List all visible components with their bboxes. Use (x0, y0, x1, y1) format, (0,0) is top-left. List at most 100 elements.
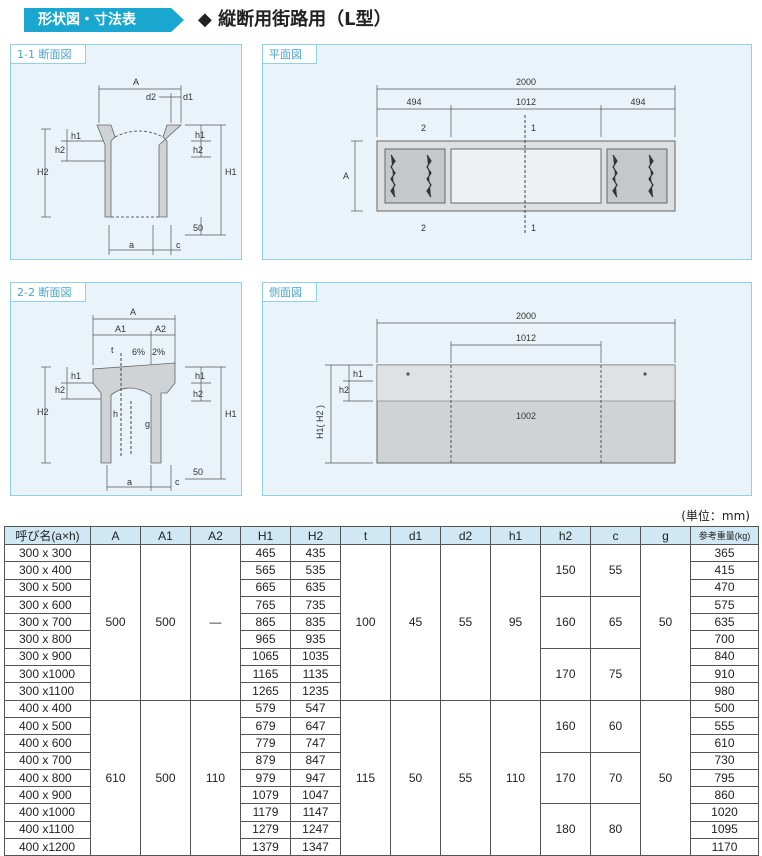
weight-cell: 1095 (690, 821, 759, 840)
weight-cell: 860 (690, 786, 759, 805)
weight-cell: 635 (690, 613, 759, 632)
table-cell: 500 (140, 699, 191, 856)
nominal-size-cell: 300 x 400 (4, 561, 91, 580)
column-header: h2 (540, 526, 591, 545)
dim-h1: h1 (353, 369, 363, 379)
table-cell: 779 (240, 734, 291, 753)
side-view-drawing: 2000 1012 1002 h1 h2 H1( H2 ) (315, 311, 676, 464)
weight-cell: 610 (690, 734, 759, 753)
table-cell: 50 (640, 699, 691, 856)
dim-h2-right: h2 (193, 389, 203, 399)
unit-label: (単位：mm) (681, 509, 750, 523)
table-cell: 947 (290, 769, 341, 788)
weight-cell: 555 (690, 717, 759, 736)
nominal-size-cell: 300 x 900 (4, 648, 91, 667)
nominal-size-cell: 400 x 900 (4, 786, 91, 805)
weight-cell: 1170 (690, 838, 759, 856)
table-cell: 835 (290, 613, 341, 632)
column-header: 呼び名(a×h) (4, 526, 91, 545)
nominal-size-cell: 300 x 700 (4, 613, 91, 632)
nominal-size-cell: 400 x 400 (4, 699, 91, 718)
dim-c: c (175, 477, 180, 487)
weight-cell: 730 (690, 752, 759, 770)
table-cell: 55 (590, 544, 641, 597)
column-header: A (90, 526, 141, 545)
dim-h1: h1 (71, 371, 81, 381)
table-cell: 1079 (240, 786, 291, 805)
dim-A: A (343, 171, 349, 181)
table-cell: 65 (590, 595, 641, 649)
table-cell: 115 (340, 699, 391, 856)
section-mark-2-top: 2 (421, 123, 426, 133)
table-cell: 635 (290, 579, 341, 597)
dim-H: H1( H2 ) (315, 405, 325, 439)
dim-total: 2000 (516, 311, 536, 321)
table-cell: 50 (390, 699, 441, 856)
nominal-size-cell: 400 x 500 (4, 717, 91, 736)
dim-a: a (129, 240, 134, 250)
nominal-size-cell: 300 x 800 (4, 630, 91, 649)
table-cell: 1347 (290, 838, 341, 856)
section-1-1-panel: 1-1 断面図 A d2 d1 h1 h2 H2 h1 h2 H1 50 a c (10, 44, 242, 260)
table-cell: 847 (290, 752, 341, 770)
dim-H2: H2 (37, 167, 49, 177)
table-cell: 1279 (240, 821, 291, 840)
nominal-size-cell: 400 x 800 (4, 769, 91, 788)
panel-label: 側面図 (263, 283, 317, 302)
nominal-size-cell: 300 x1100 (4, 682, 91, 701)
table-cell: 565 (240, 561, 291, 580)
weight-cell: 980 (690, 682, 759, 701)
table-cell: 110 (490, 699, 541, 856)
column-header: c (590, 526, 641, 545)
weight-cell: 470 (690, 579, 759, 597)
weight-cell: 365 (690, 543, 759, 563)
table-cell: 579 (240, 699, 291, 718)
dim-50: 50 (193, 467, 203, 477)
table-cell: 935 (290, 630, 341, 649)
column-header: h1 (490, 526, 541, 545)
table-cell: 435 (290, 543, 341, 563)
weight-cell: 415 (690, 561, 759, 580)
dim-A2: A2 (155, 324, 166, 334)
table-cell: 1379 (240, 838, 291, 856)
dim-d1: d1 (183, 92, 193, 102)
dim-top: 1012 (516, 333, 536, 343)
table-cell: 1047 (290, 786, 341, 805)
table-cell: 1065 (240, 648, 291, 667)
column-header: A2 (190, 526, 241, 545)
plan-view-drawing: 2000 494 1012 494 2 1 2 1 A (343, 77, 676, 235)
table-cell: 735 (290, 596, 341, 615)
panel-label: 2-2 断面図 (11, 283, 87, 302)
table-cell: 80 (590, 803, 641, 856)
column-header: g (640, 526, 691, 545)
table-cell: 865 (240, 613, 291, 632)
table-cell: 679 (240, 717, 291, 736)
nominal-size-cell: 400 x1100 (4, 821, 91, 840)
dim-H1: H1 (225, 409, 237, 419)
dim-c: c (176, 240, 181, 250)
table-cell: 547 (290, 699, 341, 718)
dim-h2: h2 (55, 145, 65, 155)
dim-h1-right: h1 (195, 371, 205, 381)
table-cell: 50 (640, 544, 691, 701)
dim-g: g (145, 419, 150, 429)
nominal-size-cell: 300 x 300 (4, 543, 91, 563)
dim-h2: h2 (339, 385, 349, 395)
table-cell: — (190, 544, 241, 701)
table-cell: 1265 (240, 682, 291, 701)
table-cell: 55 (440, 544, 491, 701)
section-mark-2-bottom: 2 (421, 223, 426, 233)
table-cell: 965 (240, 630, 291, 649)
table-cell: 747 (290, 734, 341, 753)
table-cell: 665 (240, 579, 291, 597)
column-header: H1 (240, 526, 291, 545)
column-header: d1 (390, 526, 441, 545)
